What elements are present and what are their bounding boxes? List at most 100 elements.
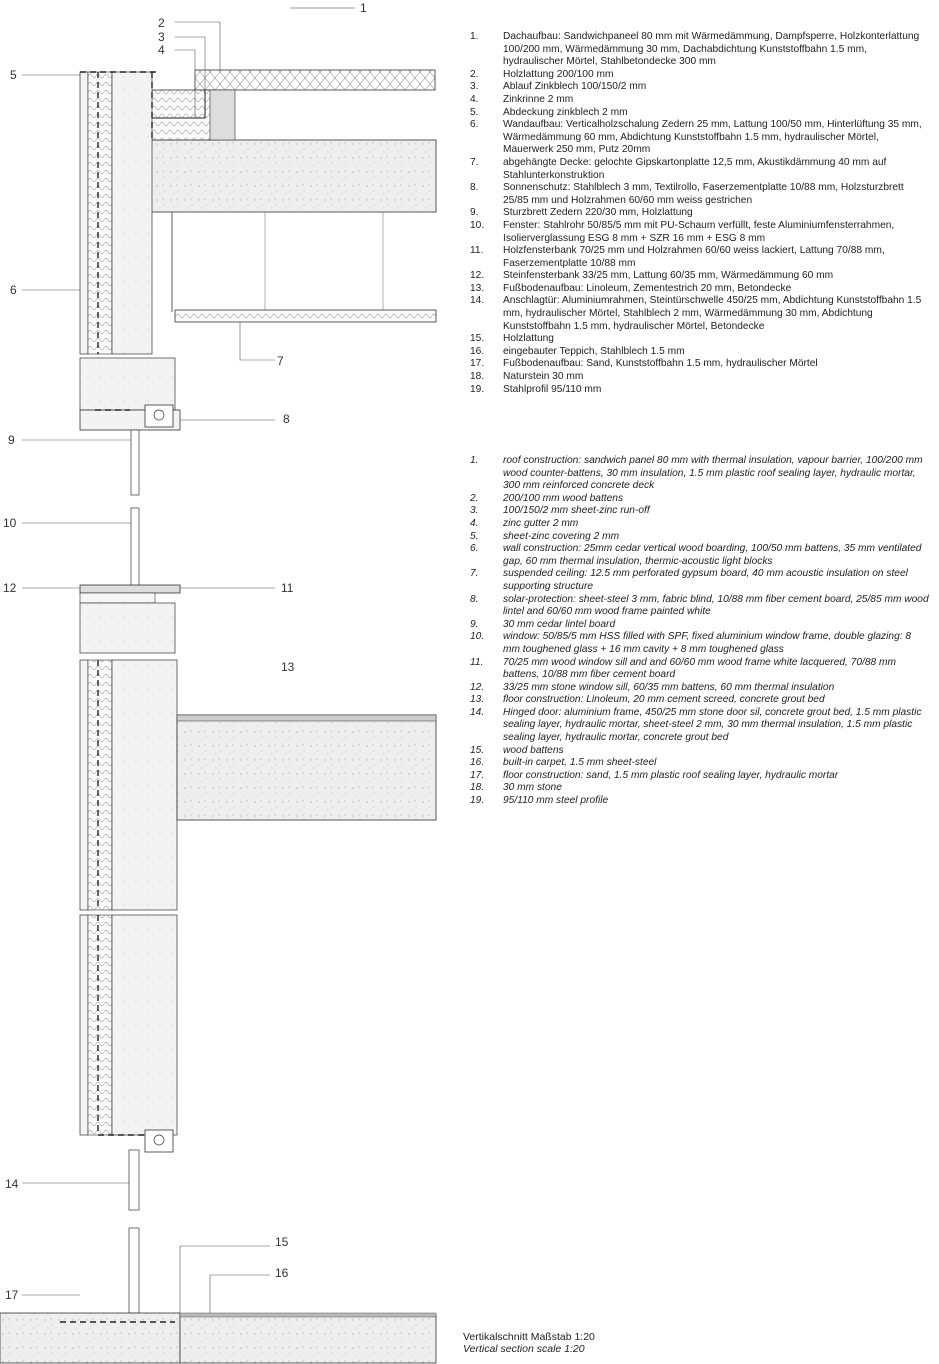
legend-text: Wandaufbau: Verticalholzschalung Zedern … <box>503 119 922 156</box>
legend-number: 10. <box>470 219 485 231</box>
legend-text: 30 mm stone <box>503 782 562 794</box>
legend-text: 200/100 mm wood battens <box>503 492 624 504</box>
legend-item: 11.70/25 mm wood window sill and and 60/… <box>470 657 930 682</box>
legend-item: 8. Sonnenschutz: Stahlblech 3 mm, Textilr… <box>470 182 930 207</box>
legend-item: 5. sheet-zinc covering 2 mm <box>470 531 930 544</box>
legend-text: Zinkrinne 2 mm <box>503 93 574 105</box>
legend-item: 9.Sturzbrett Zedern 220/30 mm, Holzlattu… <box>470 207 930 220</box>
legend-number: 18. <box>470 782 485 794</box>
legend-item: 18. 30 mm stone <box>470 782 930 795</box>
legend-item: 6. wall construction: 25mm cedar vertical… <box>470 543 930 568</box>
legend-number: 2. <box>470 492 479 504</box>
legend-text: 70/25 mm wood window sill and and 60/60 … <box>503 656 896 681</box>
legend-item: 15. wood battens <box>470 745 930 758</box>
legend-text: Fußbodenaufbau: Sand, Kunststoffbahn 1.5… <box>503 358 818 370</box>
legend-item: 12.33/25 mm stone window sill, 60/35 mm … <box>470 682 930 695</box>
legend-number: 19. <box>470 383 485 395</box>
callout-9: 9 <box>8 433 15 447</box>
legend-number: 8. <box>470 593 479 605</box>
legend-text: suspended ceiling: 12.5 mm perforated gy… <box>503 568 908 592</box>
legend-number: 9. <box>470 207 479 219</box>
legend-item: 13.Fußbodenaufbau: Linoleum, Zementestri… <box>470 283 930 296</box>
legend-number: 5. <box>470 530 479 542</box>
callout-17: 17 <box>5 1288 19 1302</box>
callout-6: 6 <box>10 283 17 297</box>
callout-10: 10 <box>3 516 17 530</box>
legend-item: 4. zinc gutter 2 mm <box>470 518 930 531</box>
legend-item: 17.floor construction: sand, 1.5 mm plas… <box>470 770 930 783</box>
legend-text: Steinfensterbank 33/25 mm, Lattung 60/35… <box>503 270 834 282</box>
legend-number: 6. <box>470 543 479 555</box>
callout-16: 16 <box>275 1266 289 1280</box>
legend-text: Fußbodenaufbau: Linoleum, Zementestrich … <box>503 282 792 294</box>
legend-text: Holzfensterbank 70/25 mm und Holzrahmen … <box>503 245 885 269</box>
legend-text: window: 50/85/5 mm HSS filled with SPF, … <box>503 631 912 655</box>
legend-text: 100/150/2 mm sheet-zinc run-off <box>503 505 650 517</box>
legend-number: 11. <box>470 245 484 257</box>
legend-text: 30 mm cedar lintel board <box>503 618 616 630</box>
legend-item: 13.floor construction: Linoleum, 20 mm c… <box>470 694 930 707</box>
legend-text: Holzlattung 200/100 mm <box>503 68 614 80</box>
legend-text: abgehängte Decke: gelochte Gipskartonpla… <box>503 156 887 181</box>
legend-text: wood battens <box>503 744 564 756</box>
legend-number: 12. <box>470 270 485 282</box>
legend-item: 3.Ablauf Zinkblech 100/150/2 mm <box>470 81 930 94</box>
legend-item: 14.Hinged door: aluminium frame, 450/25 … <box>470 707 930 745</box>
legend-text: Fenster: Stahlrohr 50/85/5 mm mit PU-Sch… <box>503 219 895 244</box>
callout-7: 7 <box>277 354 284 368</box>
legend-item: 15.Holzlattung <box>470 333 930 346</box>
legend-item: 5. Abdeckung zinkblech 2 mm <box>470 107 930 120</box>
legend-text: roof construction: sandwich panel 80 mm … <box>503 455 923 492</box>
callout-1: 1 <box>360 1 367 15</box>
legend-number: 18. <box>470 371 485 383</box>
legend-number: 2. <box>470 68 479 80</box>
wall-section <box>0 71 437 1364</box>
legend-number: 14. <box>470 295 485 307</box>
legend-number: 4. <box>470 517 479 529</box>
legend-number: 5. <box>470 106 479 118</box>
legend-number: 15. <box>470 333 485 345</box>
legend-number: 19. <box>470 795 485 807</box>
legend-item: 16. built-in carpet, 1.5 mm sheet-steel <box>470 757 930 770</box>
legend-number: 1. <box>470 455 479 466</box>
legend-item: 9.30 mm cedar lintel board <box>470 619 930 632</box>
legend-number: 7. <box>470 568 479 580</box>
legend-number: 12. <box>470 681 485 693</box>
legend-text: wall construction: 25mm cedar vertical w… <box>503 543 922 567</box>
legend-number: 17. <box>470 769 485 781</box>
legend-item: 7.abgehängte Decke: gelochte Gipskartonp… <box>470 157 930 182</box>
callout-3: 3 <box>158 30 165 44</box>
legend-item: 6. Wandaufbau: Verticalholzschalung Zeder… <box>470 119 930 157</box>
legend-number: 13. <box>470 694 485 706</box>
legend-text: sheet-zinc covering 2 mm <box>503 530 620 542</box>
legend-item: 14. Anschlagtür: Aluminiumrahmen, Steintü… <box>470 295 930 333</box>
legend-text: built-in carpet, 1.5 mm sheet-steel <box>503 757 657 769</box>
legend-german: 1.Dachaufbau: Sandwichpaneel 80 mm mit W… <box>470 31 930 396</box>
legend-number: 15. <box>470 744 485 756</box>
legend-item: 2. 200/100 mm wood battens <box>470 493 930 506</box>
legend-text: zinc gutter 2 mm <box>503 517 579 529</box>
legend-text: solar-protection: sheet-steel 3 mm, fabr… <box>503 593 929 618</box>
caption-german: Vertikalschnitt Maßstab 1:20 <box>463 1331 595 1343</box>
legend-text: Sonnenschutz: Stahlblech 3 mm, Textilrol… <box>503 182 904 206</box>
callout-15: 15 <box>275 1235 289 1249</box>
legend-text: 95/110 mm steel profile <box>503 795 609 807</box>
scale-caption: Vertikalschnitt Maßstab 1:20 Vertical se… <box>463 1331 595 1355</box>
legend-number: 17. <box>470 358 485 370</box>
legend-number: 10. <box>470 631 485 643</box>
legend-item: 19. 95/110 mm steel profile <box>470 795 930 808</box>
callout-5: 5 <box>10 68 17 82</box>
legend-item: 3.100/150/2 mm sheet-zinc run-off <box>470 505 930 518</box>
legend-text: Ablauf Zinkblech 100/150/2 mm <box>503 81 647 93</box>
callout-13: 13 <box>281 660 295 674</box>
legend-text: Abdeckung zinkblech 2 mm <box>503 106 628 118</box>
legend-number: 16. <box>470 757 485 769</box>
leader-lines <box>22 21 275 1313</box>
legend-number: 6. <box>470 119 479 131</box>
legend-item: 4.Zinkrinne 2 mm <box>470 94 930 107</box>
legend-item: 12. Steinfensterbank 33/25 mm, Lattung 60… <box>470 270 930 283</box>
legend-text: Anschlagtür: Aluminiumrahmen, Steintürsc… <box>503 295 922 332</box>
legend-number: 8. <box>470 182 479 194</box>
legend-text: Hinged door: aluminium frame, 450/25 mm … <box>503 706 922 744</box>
